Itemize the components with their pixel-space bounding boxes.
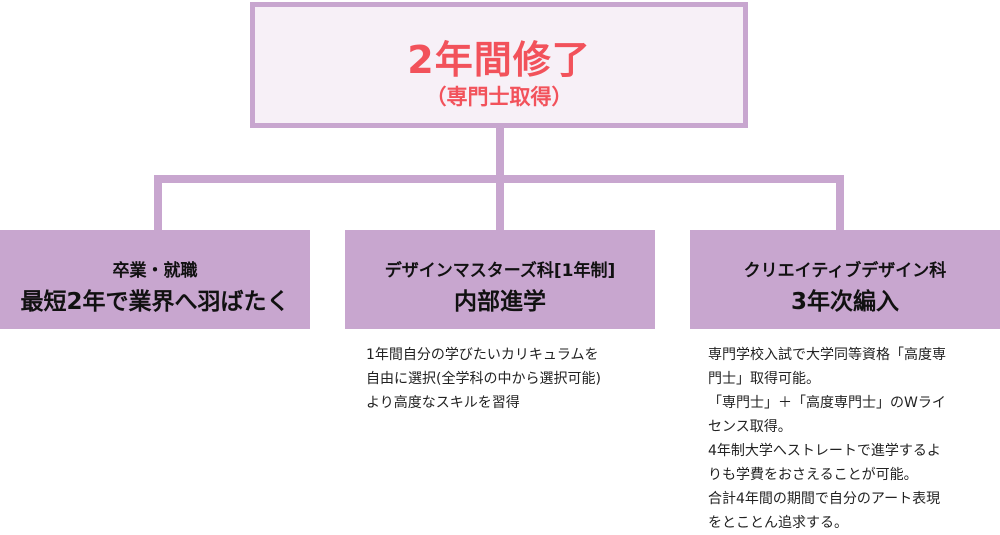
root-node: 2年間修了 （専門士取得） [250,2,748,128]
description-line: をとことん追求する。 [708,515,848,531]
description-line: りも学費をおさえることが可能。 [708,467,918,483]
connector-right-vertical [836,175,844,231]
branch-creative-design-headline: 3年次編入 [790,289,899,315]
branch-employment-headline: 最短2年で業界へ羽ばたく [20,289,290,315]
description-line: 自由に選択(全学科の中から選択可能) [366,371,601,387]
branch-design-masters-headline: 内部進学 [454,289,546,315]
branch-design-masters-label: デザインマスターズ科[1年制] [384,261,616,281]
connector-root-vertical [496,128,504,179]
description-line: 「専門士」＋「高度専門士」のWライ [708,395,946,411]
root-title: 2年間修了 [407,38,591,82]
branch-creative-design: クリエイティブデザイン科 3年次編入 [690,230,1000,329]
connector-left-vertical [154,175,162,231]
description-line: 1年間自分の学びたいカリキュラムを [366,347,599,363]
branch-design-masters-description: 1年間自分の学びたいカリキュラムを 自由に選択(全学科の中から選択可能) より高… [366,343,656,415]
branch-design-masters: デザインマスターズ科[1年制] 内部進学 [345,230,655,329]
description-line: 合計4年間の期間で自分のアート表現 [708,491,941,507]
branch-employment-label: 卒業・就職 [112,261,198,281]
branch-employment: 卒業・就職 最短2年で業界へ羽ばたく [0,230,310,329]
description-line: 4年制大学へストレートで進学するよ [708,443,941,459]
description-line: センス取得。 [708,419,792,435]
branch-creative-design-label: クリエイティブデザイン科 [743,261,947,281]
description-line: より高度なスキルを習得 [366,395,520,411]
description-line: 門士」取得可能。 [708,371,820,387]
branch-creative-design-description: 専門学校入試で大学同等資格「高度専 門士」取得可能。 「専門士」＋「高度専門士」… [708,343,998,535]
description-line: 専門学校入試で大学同等資格「高度専 [708,347,946,363]
root-subtitle: （専門士取得） [425,85,573,109]
connector-center-vertical [496,175,504,231]
